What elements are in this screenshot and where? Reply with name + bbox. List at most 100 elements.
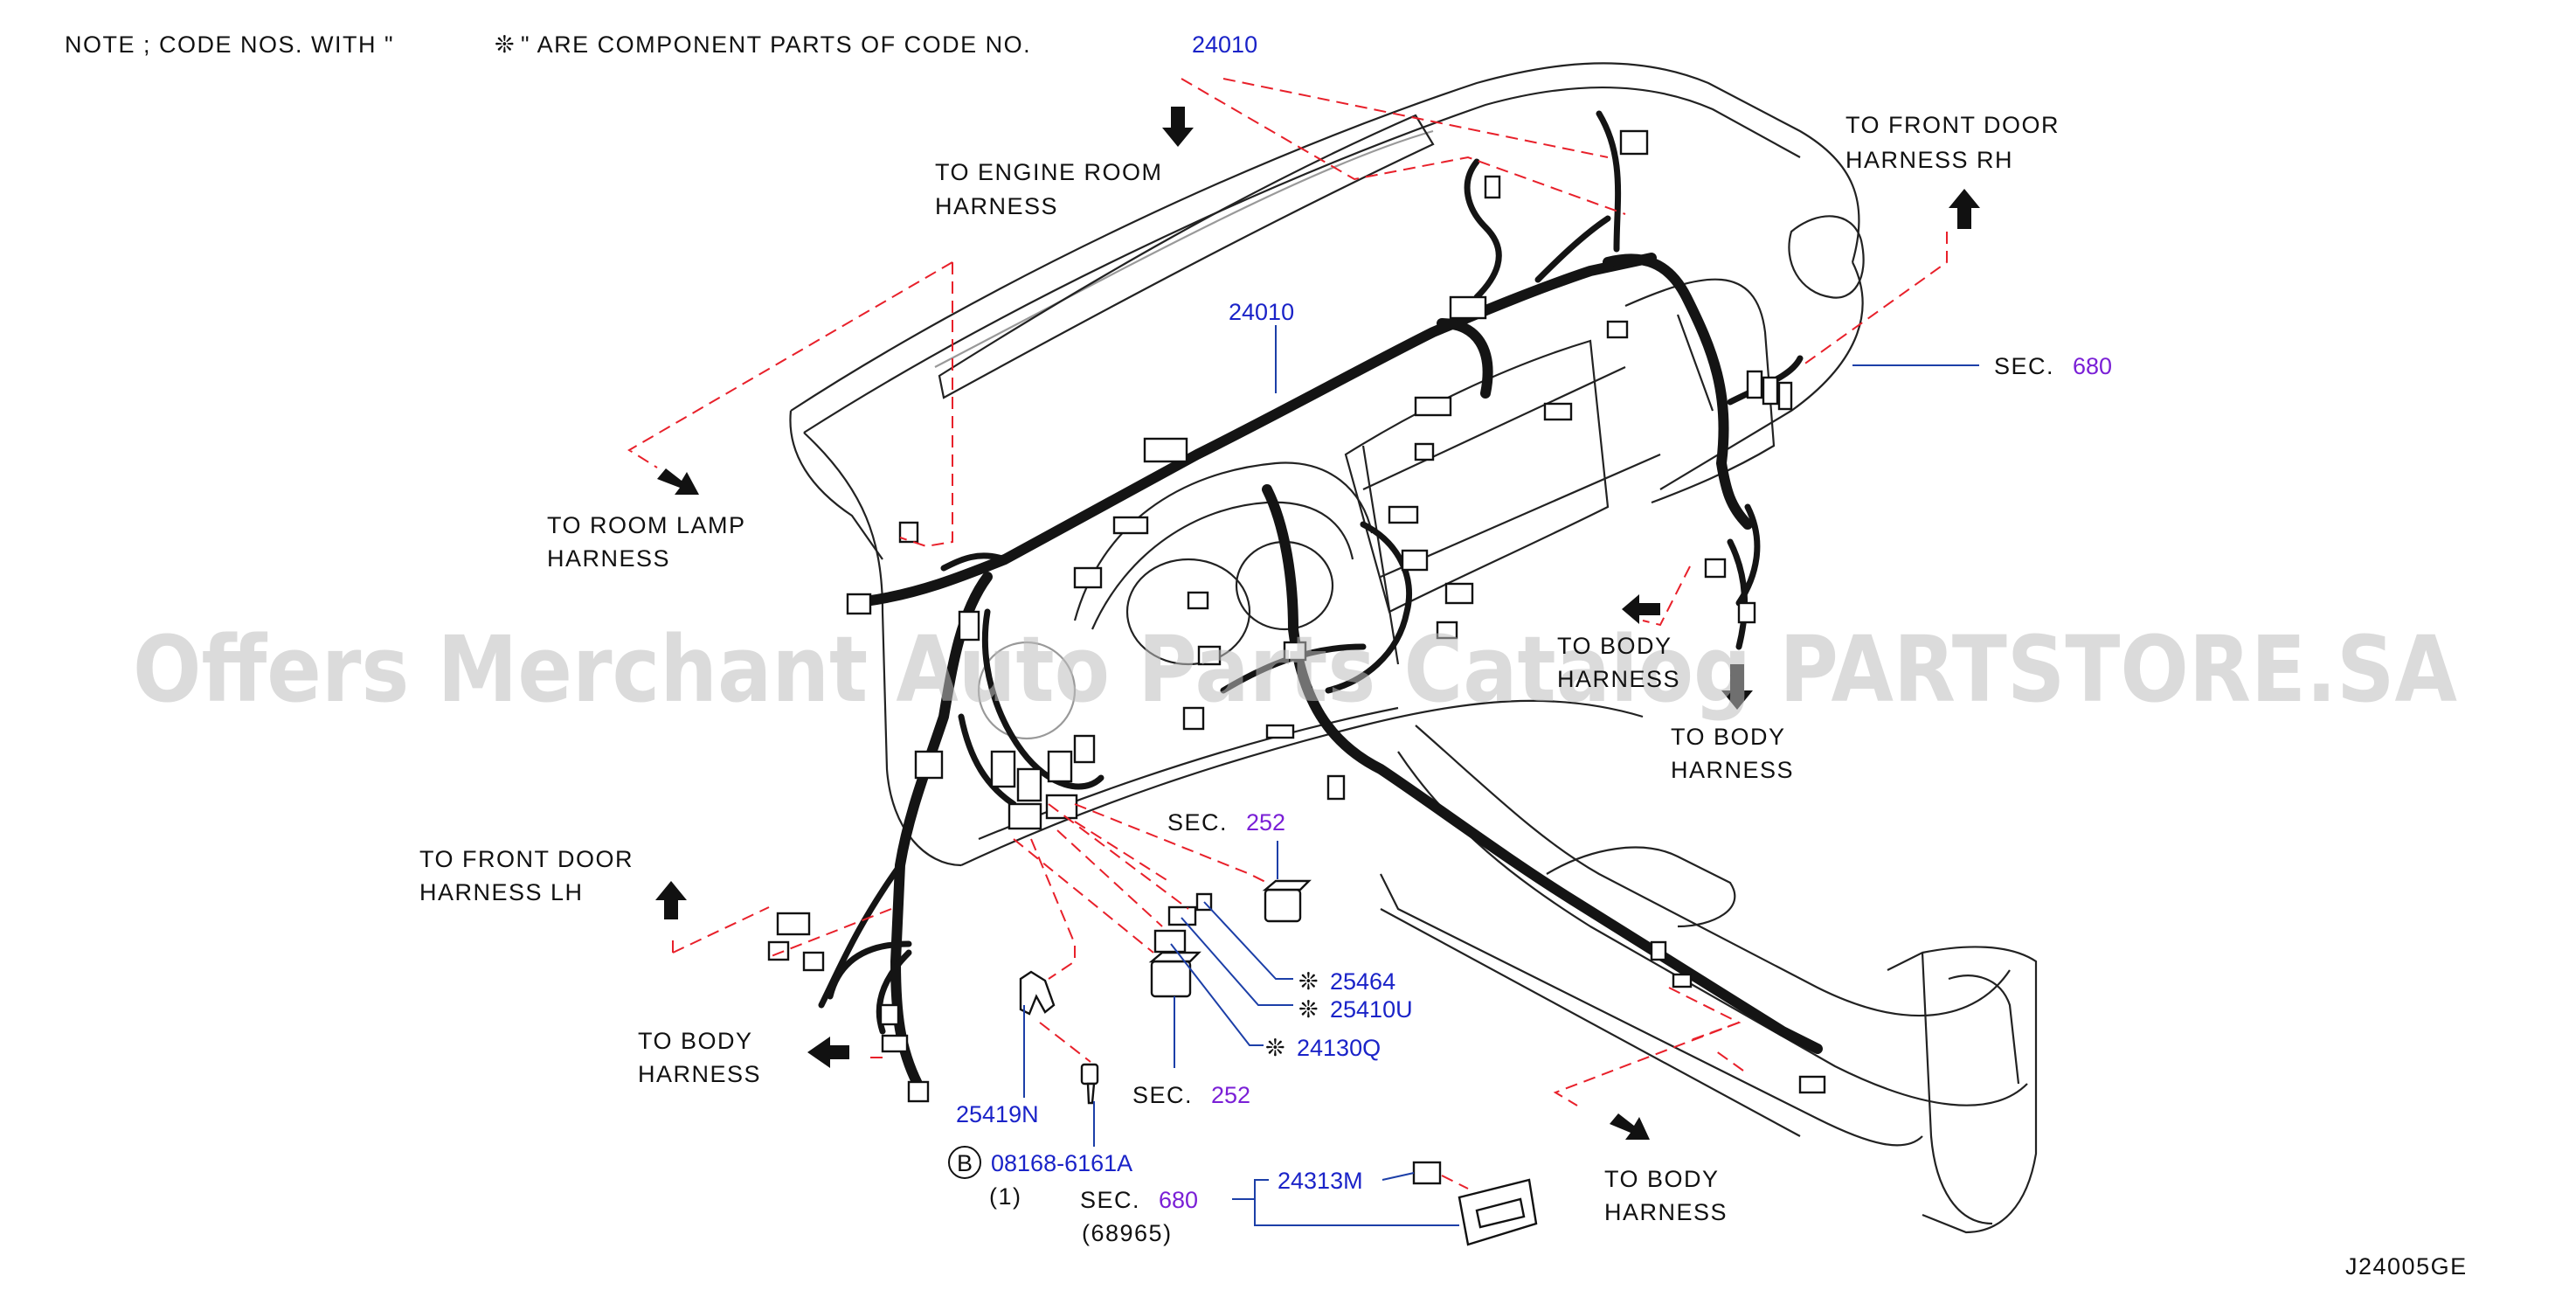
part-24130q[interactable] xyxy=(1153,929,1187,954)
watermark: Offers Merchant Auto Parts Catalog PARTS… xyxy=(133,616,2457,723)
sec-label-upper: SEC. xyxy=(1167,809,1228,836)
connector[interactable] xyxy=(1449,295,1487,320)
sec-link-252-upper[interactable]: 252 xyxy=(1246,809,1285,836)
part-numbers: 24010 ❊ 25464 ❊ 25410U ❊ 24130Q 25419N B… xyxy=(948,299,1413,1210)
connector[interactable] xyxy=(802,951,825,972)
connector[interactable] xyxy=(1112,516,1149,535)
connector[interactable] xyxy=(1436,621,1458,640)
connector[interactable] xyxy=(1073,734,1096,764)
connector[interactable] xyxy=(879,1003,900,1026)
connector[interactable] xyxy=(907,1080,930,1103)
connector[interactable] xyxy=(1619,129,1649,156)
connector[interactable] xyxy=(1073,566,1103,589)
sec-label-bottom: SEC. xyxy=(1080,1187,1140,1213)
connector[interactable] xyxy=(1182,706,1205,731)
direction-arrows xyxy=(655,107,1980,1140)
connector[interactable] xyxy=(1326,774,1346,801)
connector[interactable] xyxy=(1672,973,1693,988)
connector[interactable] xyxy=(1016,767,1042,802)
loose-parts xyxy=(1019,879,1538,1246)
sec-link-680-bottom[interactable]: 680 xyxy=(1159,1187,1198,1213)
arrow-left-icon xyxy=(807,1037,849,1068)
label-room-lamp-2: HARNESS xyxy=(547,545,670,572)
label-body-center-lower-1: TO BODY xyxy=(1671,724,1786,750)
label-engine-room-2: HARNESS xyxy=(935,193,1058,219)
arrow-up-icon xyxy=(655,881,687,919)
connector[interactable] xyxy=(1047,750,1073,783)
relay-sec252-lower[interactable] xyxy=(1148,951,1201,998)
bolt-quantity: (1) xyxy=(989,1183,1022,1210)
dashboard-outline xyxy=(789,62,2038,1234)
connector[interactable] xyxy=(776,912,811,936)
sec-link-680-rh[interactable]: 680 xyxy=(2073,353,2112,379)
connector[interactable] xyxy=(1650,940,1667,961)
label-room-lamp-1: TO ROOM LAMP xyxy=(547,512,746,538)
harness-labels: TO ENGINE ROOM HARNESS TO FRONT DOOR HAR… xyxy=(419,112,2060,1225)
connector[interactable] xyxy=(846,593,872,615)
arrow-left-icon xyxy=(1622,594,1660,624)
connector[interactable] xyxy=(1401,549,1429,572)
note-code-link[interactable]: 24010 xyxy=(1192,31,1257,58)
relay-sec252-upper[interactable] xyxy=(1262,879,1312,923)
arrow-down-right-icon xyxy=(1610,1113,1650,1140)
connector[interactable] xyxy=(914,750,944,780)
component-mark-icon: ❊ xyxy=(1265,1035,1286,1061)
main-harness-24010 xyxy=(818,110,1823,1089)
part-link-25410u[interactable]: 25410U xyxy=(1330,996,1413,1023)
connector[interactable] xyxy=(1143,437,1188,463)
connector[interactable] xyxy=(1283,641,1307,662)
sec-link-252-lower[interactable]: 252 xyxy=(1211,1082,1250,1108)
part-link-24313m[interactable]: 24313M xyxy=(1278,1168,1363,1194)
connector[interactable] xyxy=(898,521,919,544)
connector[interactable] xyxy=(1606,320,1629,339)
sec-label-rh: SEC. xyxy=(1994,353,2054,379)
relay-25410u[interactable] xyxy=(1167,905,1197,926)
connector[interactable] xyxy=(1737,601,1756,624)
connector[interactable] xyxy=(990,750,1016,788)
connector[interactable] xyxy=(1746,370,1763,399)
part-link-08168-6161a[interactable]: 08168-6161A xyxy=(991,1150,1132,1176)
connector[interactable] xyxy=(881,1034,909,1053)
connector[interactable] xyxy=(1762,376,1779,406)
connector[interactable] xyxy=(1197,645,1222,666)
label-body-left-1: TO BODY xyxy=(638,1028,753,1054)
arrow-down-icon xyxy=(1162,107,1194,147)
label-body-center-upper-1: TO BODY xyxy=(1557,633,1672,659)
connector[interactable] xyxy=(1777,381,1793,411)
label-front-door-rh-1: TO FRONT DOOR xyxy=(1845,112,2060,138)
connector[interactable] xyxy=(1444,582,1474,605)
part-link-24130q[interactable]: 24130Q xyxy=(1297,1035,1381,1061)
connector[interactable] xyxy=(1388,505,1419,524)
label-front-door-lh-2: HARNESS LH xyxy=(419,879,584,905)
label-body-bottom-1: TO BODY xyxy=(1604,1166,1720,1192)
label-front-door-lh-1: TO FRONT DOOR xyxy=(419,846,634,872)
connector[interactable] xyxy=(1543,402,1573,421)
connector[interactable] xyxy=(767,940,790,961)
connectors xyxy=(767,129,1826,1103)
part-link-25464[interactable]: 25464 xyxy=(1330,968,1395,995)
bolt-08168-icon[interactable] xyxy=(1080,1063,1099,1105)
connector[interactable] xyxy=(1704,558,1727,579)
part-link-25419n[interactable]: 25419N xyxy=(956,1101,1039,1127)
connector[interactable] xyxy=(1798,1075,1826,1094)
part-link-24010[interactable]: 24010 xyxy=(1229,299,1294,325)
label-24313m[interactable] xyxy=(1412,1161,1442,1185)
connector[interactable] xyxy=(1484,175,1501,199)
component-mark-icon: ❊ xyxy=(1298,996,1319,1023)
label-body-bottom-2: HARNESS xyxy=(1604,1199,1728,1225)
label-body-center-upper-2: HARNESS xyxy=(1557,666,1680,692)
connector[interactable] xyxy=(1414,442,1435,461)
connector[interactable] xyxy=(1187,591,1209,610)
connector[interactable] xyxy=(1008,802,1042,830)
note-text-before: NOTE ; CODE NOS. WITH " xyxy=(65,31,394,58)
connector[interactable] xyxy=(1414,396,1452,417)
dashed-guides xyxy=(627,78,1948,1189)
connector[interactable] xyxy=(1265,724,1295,739)
connector[interactable] xyxy=(958,610,980,642)
label-front-door-rh-2: HARNESS RH xyxy=(1845,147,2013,173)
arrow-down-icon xyxy=(1721,664,1753,710)
control-unit-68965[interactable] xyxy=(1458,1178,1538,1246)
component-mark-icon: ❊ xyxy=(495,31,516,58)
sec-label-lower: SEC. xyxy=(1132,1082,1193,1108)
